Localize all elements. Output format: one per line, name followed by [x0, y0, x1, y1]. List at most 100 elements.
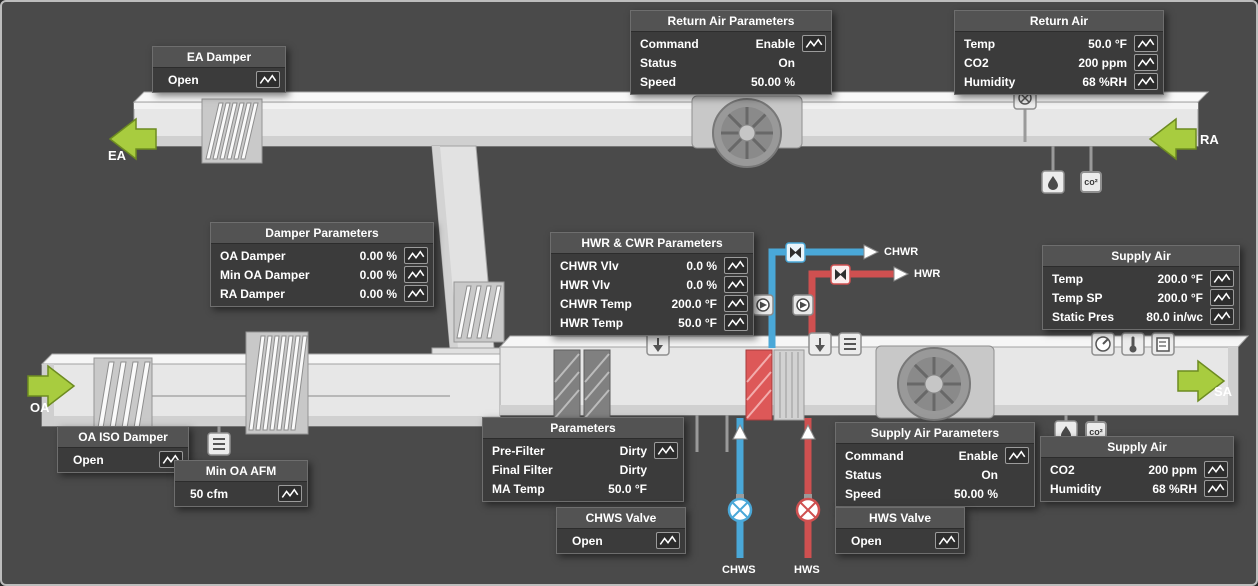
panel-row: Command Enable — [836, 446, 1034, 465]
row-value: 68 %RH — [1082, 74, 1127, 89]
row-value: Open — [73, 452, 104, 467]
trend-icon[interactable] — [724, 257, 748, 274]
panel-title: EA Damper — [153, 47, 285, 68]
panel-hws-valve: HWS Valve Open — [835, 507, 965, 554]
ea-damper-louvers[interactable] — [201, 98, 263, 164]
trend-icon[interactable] — [1210, 308, 1234, 325]
panel-row: Status On — [631, 53, 831, 72]
panel-row: HWR Vlv 0.0 % — [551, 275, 753, 294]
ra-damper-louvers[interactable] — [453, 281, 505, 343]
row-value: On — [778, 55, 795, 70]
ra-arrow — [1148, 117, 1197, 161]
trend-icon[interactable] — [724, 295, 748, 312]
min-oa-afm-sensor-icon[interactable] — [207, 432, 231, 456]
panel-row: Open — [58, 450, 188, 469]
trend-icon[interactable] — [1134, 35, 1158, 52]
trend-icon[interactable] — [654, 442, 678, 459]
panel-row: Final Filter Dirty — [483, 460, 683, 479]
chwr-pipe — [768, 244, 880, 348]
hwr-pipe — [808, 266, 910, 348]
row-label: Final Filter — [492, 462, 553, 477]
mixing-damper-louvers[interactable] — [245, 331, 309, 435]
trend-icon[interactable] — [1204, 480, 1228, 497]
supply-temp-sensor-icon[interactable] — [1121, 332, 1145, 356]
row-label: CHWR Vlv — [560, 258, 619, 273]
panel-row: CO2 200 ppm — [1041, 460, 1233, 479]
row-label: Command — [640, 36, 699, 51]
row-value: 200.0 °F — [671, 296, 718, 311]
trend-icon[interactable] — [935, 532, 959, 549]
row-label: Humidity — [964, 74, 1016, 89]
trend-icon[interactable] — [278, 485, 302, 502]
row-value: Enable — [755, 36, 795, 51]
sa-arrow — [1177, 359, 1226, 403]
row-value: 0.0 % — [686, 258, 717, 273]
return-co2-sensor-icon[interactable]: co² — [1080, 171, 1102, 193]
trend-icon[interactable] — [256, 71, 280, 88]
panel-return-air: Return Air Temp 50.0 °F CO2 200 ppm Humi… — [954, 10, 1164, 95]
row-label: Pre-Filter — [492, 443, 545, 458]
trend-icon[interactable] — [404, 266, 428, 283]
panel-row: RA Damper 0.00 % — [211, 284, 433, 303]
chwr-valve-icon[interactable] — [785, 242, 806, 263]
trend-icon[interactable] — [1204, 461, 1228, 478]
trend-icon[interactable] — [1134, 73, 1158, 90]
trend-icon[interactable] — [404, 247, 428, 264]
row-value: 0.00 % — [359, 286, 397, 301]
trend-icon[interactable] — [404, 285, 428, 302]
hwr-valve-icon[interactable] — [830, 264, 851, 285]
row-label: CHWR Temp — [560, 296, 632, 311]
panel-row: Pre-Filter Dirty — [483, 441, 683, 460]
chw-pump-icon[interactable] — [752, 294, 774, 316]
row-label: Command — [845, 448, 904, 463]
panel-row: Open — [836, 531, 964, 550]
sa-label: SA — [1214, 384, 1233, 399]
row-label: CO2 — [1050, 462, 1075, 477]
trend-icon[interactable] — [802, 35, 826, 52]
panel-row: Speed 50.00 % — [631, 72, 831, 91]
trend-icon[interactable] — [724, 276, 748, 293]
static-pressure-sensor-icon[interactable] — [1091, 332, 1115, 356]
trend-icon[interactable] — [1210, 270, 1234, 287]
oa-iso-damper-louvers[interactable] — [93, 357, 153, 433]
panel-row: HWR Temp 50.0 °F — [551, 313, 753, 332]
panel-ea-damper: EA Damper Open — [152, 46, 286, 93]
oa-label: OA — [30, 400, 50, 415]
trend-icon[interactable] — [1134, 54, 1158, 71]
hw-pump-icon[interactable] — [792, 294, 814, 316]
row-label: Humidity — [1050, 481, 1102, 496]
panel-row: 50 cfm — [175, 484, 307, 503]
row-value: 0.0 % — [686, 277, 717, 292]
panel-row: CHWR Vlv 0.0 % — [551, 256, 753, 275]
coil-status-icon[interactable] — [838, 332, 862, 356]
trend-icon[interactable] — [1210, 289, 1234, 306]
panel-row: Temp 50.0 °F — [955, 34, 1163, 53]
trend-icon[interactable] — [724, 314, 748, 331]
supply-flow-sensor-icon[interactable] — [1151, 332, 1175, 356]
panel-title: Damper Parameters — [211, 223, 433, 244]
panel-min-oa-afm: Min OA AFM 50 cfm — [174, 460, 308, 507]
trend-icon[interactable] — [656, 532, 680, 549]
return-humidity-sensor-icon[interactable] — [1041, 170, 1065, 194]
row-value: 80.0 in/wc — [1146, 309, 1203, 324]
row-label: OA Damper — [220, 248, 286, 263]
row-label: Temp — [964, 36, 996, 51]
row-value: Enable — [958, 448, 998, 463]
panel-row: CHWR Temp 200.0 °F — [551, 294, 753, 313]
row-value: On — [981, 467, 998, 482]
panel-supply-air-iaq: Supply Air CO2 200 ppm Humidity 68 %RH — [1040, 436, 1234, 502]
row-label: Static Pres — [1052, 309, 1115, 324]
return-air-duct — [132, 91, 1210, 147]
coil-dp-sensor-icon[interactable] — [808, 332, 832, 356]
row-value: 50.0 °F — [1088, 36, 1127, 51]
trend-icon[interactable] — [1005, 447, 1029, 464]
filter-dp-sensor-icon[interactable] — [646, 332, 670, 356]
panel-row: Speed 50.00 % — [836, 484, 1034, 503]
row-value: 68 %RH — [1152, 481, 1197, 496]
row-label: Speed — [640, 74, 677, 89]
row-label: Speed — [845, 486, 882, 501]
row-label: Temp SP — [1052, 290, 1103, 305]
panel-oa-iso-damper: OA ISO Damper Open — [57, 426, 189, 473]
row-value: 50.00 % — [750, 74, 795, 89]
